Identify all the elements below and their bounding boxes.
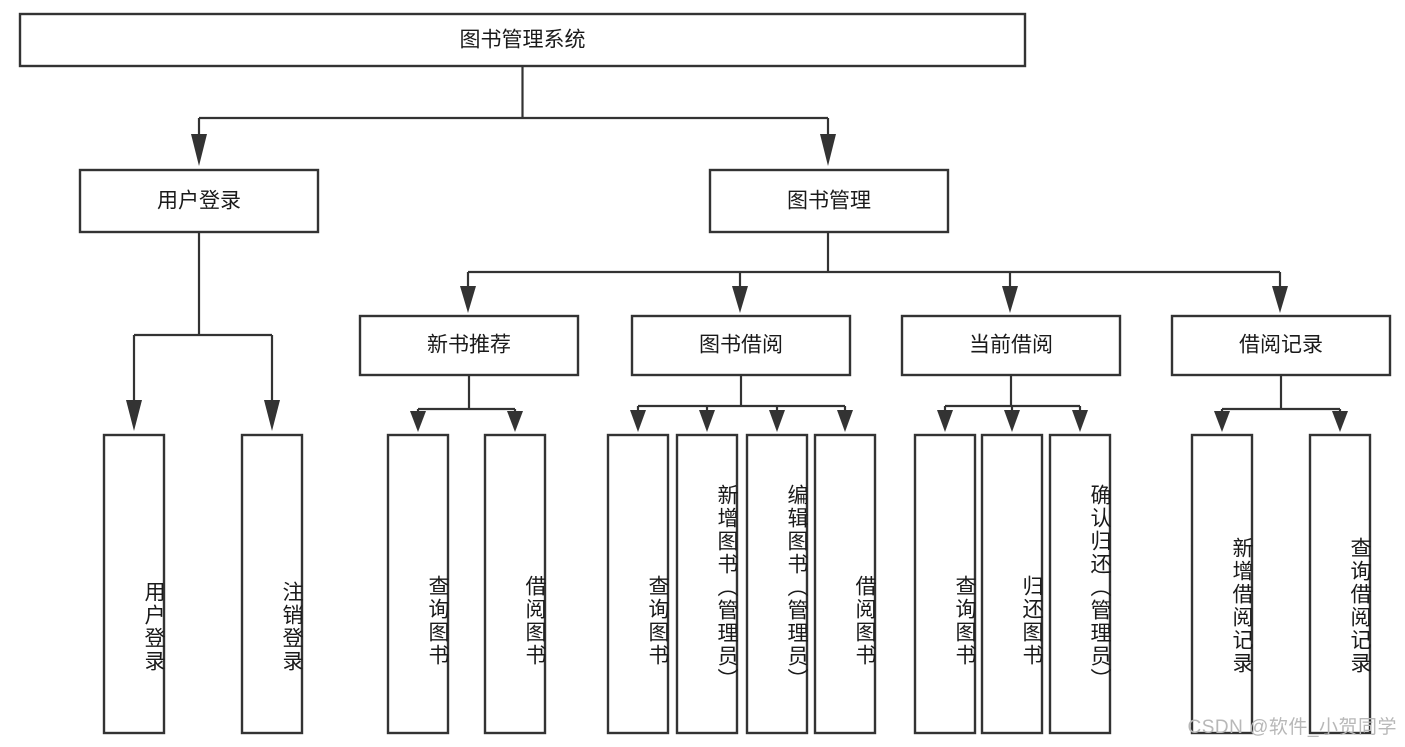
arrow-head-leaf-query-record — [1332, 411, 1348, 432]
arrow-head-leaf-query-book-3 — [937, 410, 953, 432]
node-borrow-record[interactable]: 借阅记录 — [1170, 314, 1392, 377]
node-user-login-box[interactable] — [78, 168, 320, 234]
arrow-head-leaf-add-record — [1214, 411, 1230, 432]
node-leaf-return-book-box[interactable] — [980, 433, 1044, 735]
node-root[interactable]: 图书管理系统 — [18, 12, 1027, 68]
arrow-head-leaf-edit-book — [769, 410, 785, 432]
node-leaf-logout-box[interactable] — [240, 433, 304, 735]
connector-group — [126, 66, 1348, 432]
node-user-login[interactable]: 用户登录 — [78, 168, 320, 234]
node-new-book-recommend-label: 新书推荐 — [427, 334, 511, 357]
node-leaf-query-book-3-box[interactable] — [913, 433, 977, 735]
arrow-head-leaf-query-book-1 — [410, 411, 426, 432]
watermark-text: CSDN @软件_小贺同学 — [1187, 717, 1397, 738]
node-leaf-query-book-1-box[interactable] — [386, 433, 450, 735]
node-current-borrow-label: 当前借阅 — [969, 334, 1053, 357]
node-borrow-record-label: 借阅记录 — [1239, 334, 1323, 357]
node-current-borrow[interactable]: 当前借阅 — [900, 314, 1122, 377]
arrow-head-new-book-recommend — [460, 286, 476, 313]
node-book-manage-box[interactable] — [708, 168, 950, 234]
node-borrow-record-box[interactable] — [1170, 314, 1392, 377]
arrow-head-leaf-user-login — [126, 400, 142, 431]
node-new-book-recommend[interactable]: 新书推荐 — [358, 314, 580, 377]
node-book-manage-label: 图书管理 — [787, 190, 871, 213]
arrow-head-leaf-query-book-2 — [630, 410, 646, 432]
arrow-head-borrow-record — [1272, 286, 1288, 313]
node-leaf-add-record-box[interactable] — [1190, 433, 1254, 735]
node-leaf-add-book-box[interactable] — [675, 433, 739, 735]
arrow-head-leaf-logout — [264, 400, 280, 431]
node-book-borrow[interactable]: 图书借阅 — [630, 314, 852, 377]
node-user-login-label: 用户登录 — [157, 190, 241, 213]
node-leaf-query-record-box[interactable] — [1308, 433, 1372, 735]
node-new-book-recommend-box[interactable] — [358, 314, 580, 377]
node-current-borrow-box[interactable] — [900, 314, 1122, 377]
arrow-head-book-borrow — [732, 286, 748, 313]
node-leaf-borrow-book-1-box[interactable] — [483, 433, 547, 735]
arrow-head-leaf-return-book — [1004, 410, 1020, 432]
leaf-box-group — [102, 433, 1372, 735]
node-book-borrow-label: 图书借阅 — [699, 334, 783, 357]
arrow-head-leaf-borrow-book-1 — [507, 411, 523, 432]
node-leaf-user-login-box[interactable] — [102, 433, 166, 735]
node-root-box[interactable] — [18, 12, 1027, 68]
arrow-head-current-borrow — [1002, 286, 1018, 313]
node-leaf-edit-book-box[interactable] — [745, 433, 809, 735]
node-leaf-borrow-book-2-box[interactable] — [813, 433, 877, 735]
arrow-head-leaf-add-book — [699, 410, 715, 432]
arrow-head-leaf-confirm-return — [1072, 410, 1088, 432]
node-leaf-query-book-2-box[interactable] — [606, 433, 670, 735]
node-book-manage[interactable]: 图书管理 — [708, 168, 950, 234]
node-root-label: 图书管理系统 — [460, 29, 586, 52]
arrow-head-book-manage — [820, 134, 836, 166]
arrow-head-user-login — [191, 134, 207, 166]
node-leaf-confirm-return-box[interactable] — [1048, 433, 1112, 735]
arrow-head-leaf-borrow-book-2 — [837, 410, 853, 432]
node-book-borrow-box[interactable] — [630, 314, 852, 377]
